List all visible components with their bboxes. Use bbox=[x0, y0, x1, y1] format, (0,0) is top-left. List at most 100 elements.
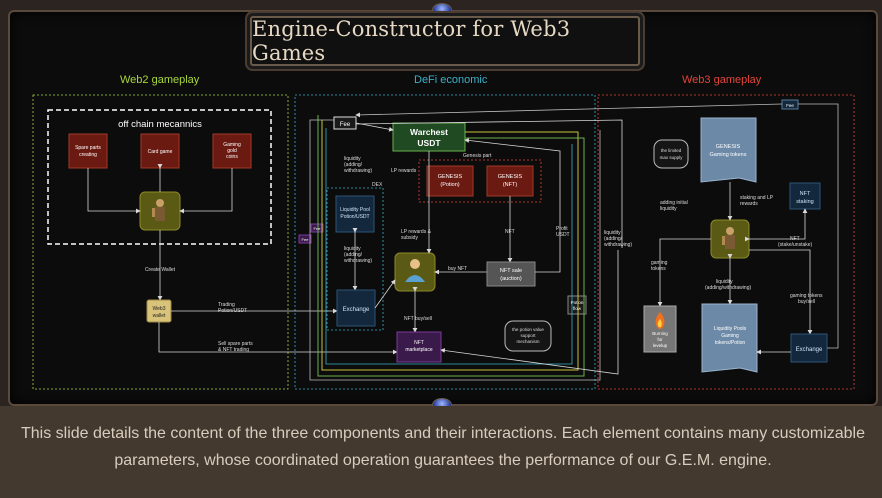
person-icon bbox=[405, 259, 425, 282]
svg-text:(auction): (auction) bbox=[500, 276, 522, 282]
svg-text:Spare parts: Spare parts bbox=[75, 145, 101, 151]
nft-stake-label-2: (stake/unstake) bbox=[778, 242, 813, 248]
sell-parts-label-2: & NFT trading bbox=[218, 347, 249, 353]
svg-text:the limited: the limited bbox=[661, 148, 682, 153]
web3-wallet-node: Web3 wallet bbox=[146, 299, 172, 323]
profit-label-1: Profit bbox=[556, 226, 568, 232]
svg-text:NFT: NFT bbox=[414, 340, 424, 346]
liquidity-top-label-2: (adding/ bbox=[344, 162, 363, 168]
web3-exchange-node: Exchange bbox=[790, 333, 828, 363]
profit-label-2: USDT bbox=[556, 232, 570, 238]
genesis-group-frame bbox=[418, 159, 542, 203]
section-label-defi: DeFi economic bbox=[414, 74, 488, 86]
fee-small-node: Fee bbox=[310, 223, 324, 233]
genesis-tokens-node: GENESIS Gaming tokens bbox=[700, 117, 757, 183]
genesis-potion-node: GENESIS (Potion) bbox=[426, 165, 474, 197]
svg-text:max supply: max supply bbox=[660, 155, 684, 160]
liquidity-left-label-2: (adding/ bbox=[604, 236, 623, 242]
potion-flow-node: Potion flow bbox=[567, 295, 587, 315]
adding-initial-label-1: adding initial bbox=[660, 200, 688, 206]
offchain-box bbox=[47, 109, 272, 245]
web3-section-frame bbox=[597, 94, 855, 390]
lp-subsidy-label-1: LP rewards & bbox=[401, 229, 432, 235]
svg-text:Liquidity Pools: Liquidity Pools bbox=[714, 326, 747, 332]
gaming-buysell-label-2: buy/sell bbox=[798, 299, 815, 305]
svg-text:Potion/USDT: Potion/USDT bbox=[340, 214, 369, 220]
svg-text:Gaming: Gaming bbox=[721, 333, 739, 339]
genesis-nft-node: GENESIS (NFT) bbox=[486, 165, 534, 197]
lp-subsidy-label-2: subsidy bbox=[401, 235, 418, 241]
svg-text:GENESIS: GENESIS bbox=[716, 144, 741, 150]
svg-text:GENESIS: GENESIS bbox=[438, 174, 463, 180]
web2-knight-node bbox=[139, 191, 181, 231]
dex-group-frame bbox=[326, 187, 384, 331]
svg-text:NFT: NFT bbox=[800, 191, 811, 197]
svg-text:Warchest: Warchest bbox=[410, 127, 448, 137]
description-panel bbox=[0, 406, 882, 498]
svg-text:Web3: Web3 bbox=[153, 306, 166, 312]
dex-label: DEX bbox=[372, 182, 383, 188]
svg-text:Fee: Fee bbox=[314, 226, 322, 231]
svg-text:Fee: Fee bbox=[786, 103, 794, 108]
player-node bbox=[394, 252, 436, 292]
potion-support-node: the potion value support mechanism bbox=[504, 320, 552, 352]
staking-lp-label-1: staking and LP bbox=[740, 195, 774, 201]
warchest-node: Warchest USDT bbox=[392, 122, 466, 152]
svg-text:support: support bbox=[520, 333, 536, 338]
svg-text:flow: flow bbox=[573, 306, 582, 311]
svg-text:Exchange: Exchange bbox=[796, 347, 823, 353]
svg-text:Fee: Fee bbox=[302, 237, 310, 242]
svg-text:GENESIS: GENESIS bbox=[498, 174, 523, 180]
burning-node: Burning for levelup bbox=[643, 305, 677, 353]
liquidity-mid3-label-1: liquidity bbox=[716, 279, 733, 285]
svg-text:Burning: Burning bbox=[652, 331, 668, 336]
nft-staking-node: NFT staking bbox=[789, 182, 821, 210]
gaming-tokens-label-2: tokens bbox=[651, 266, 666, 272]
adding-initial-label-2: liquidity bbox=[660, 206, 677, 212]
svg-text:Gaming: Gaming bbox=[223, 142, 241, 148]
svg-text:Exchange: Exchange bbox=[343, 307, 370, 313]
fee-purple-node: Fee bbox=[298, 234, 312, 244]
liquidity-top-label-3: withdrawing) bbox=[344, 168, 372, 174]
svg-text:the potion value: the potion value bbox=[512, 327, 544, 332]
web3-fee-node: Fee bbox=[781, 99, 799, 110]
flame-icon bbox=[655, 312, 665, 329]
defi-section-frame bbox=[294, 94, 596, 390]
genesis-part-label: Genesis part bbox=[463, 153, 492, 159]
svg-text:for: for bbox=[657, 337, 663, 342]
svg-text:marketplace: marketplace bbox=[405, 347, 432, 353]
liquidity-mid-label-1: liquidity bbox=[344, 246, 361, 252]
svg-text:Fee: Fee bbox=[340, 122, 351, 128]
fee-node: Fee bbox=[333, 116, 357, 130]
svg-text:NFT sale: NFT sale bbox=[500, 268, 522, 274]
staking-lp-label-2: rewards bbox=[740, 201, 758, 207]
knight-icon bbox=[152, 199, 165, 221]
gaming-tokens-label-1: gaming bbox=[651, 260, 668, 266]
web3-knight-node bbox=[710, 219, 750, 259]
offchain-title: off chain mecannics bbox=[118, 119, 202, 130]
title-plate: Engine-Constructor for Web3 Games bbox=[250, 16, 640, 66]
liquidity-mid3-label-2: (adding/withdrawing) bbox=[705, 285, 751, 291]
svg-text:Gaming tokens: Gaming tokens bbox=[710, 152, 747, 158]
svg-text:wallet: wallet bbox=[153, 313, 166, 319]
lp-gaming-node: Liquidity Pools Gaming tokens/Potion bbox=[701, 303, 758, 373]
section-label-web2: Web2 gameplay bbox=[120, 74, 200, 86]
knight-icon bbox=[722, 227, 735, 249]
card-game-box: Card game bbox=[140, 133, 180, 169]
svg-text:Potion: Potion bbox=[571, 300, 584, 305]
svg-text:levelup: levelup bbox=[653, 343, 668, 348]
description-text: This slide details the content of the th… bbox=[20, 425, 866, 469]
nft-buysell-label: NFT buy/sell bbox=[404, 316, 432, 322]
svg-text:Liquidity Pool: Liquidity Pool bbox=[340, 207, 370, 213]
create-wallet-label: Create Wallet bbox=[145, 267, 176, 273]
exchange-node: Exchange bbox=[336, 289, 376, 327]
nft-marketplace-node: NFT marketplace bbox=[396, 331, 442, 363]
svg-text:Card game: Card game bbox=[148, 149, 173, 155]
liquidity-pool-node: Liquidity Pool Potion/USDT bbox=[335, 195, 375, 233]
page-title: Engine-Constructor for Web3 Games bbox=[252, 17, 571, 65]
liquidity-top-label-1: liquidity bbox=[344, 156, 361, 162]
svg-text:(NFT): (NFT) bbox=[503, 182, 518, 188]
svg-text:mechanism: mechanism bbox=[516, 339, 539, 344]
flow-diagram: off chain mecannics Spare parts creating… bbox=[32, 94, 855, 390]
svg-text:tokens/Potion: tokens/Potion bbox=[715, 340, 746, 346]
